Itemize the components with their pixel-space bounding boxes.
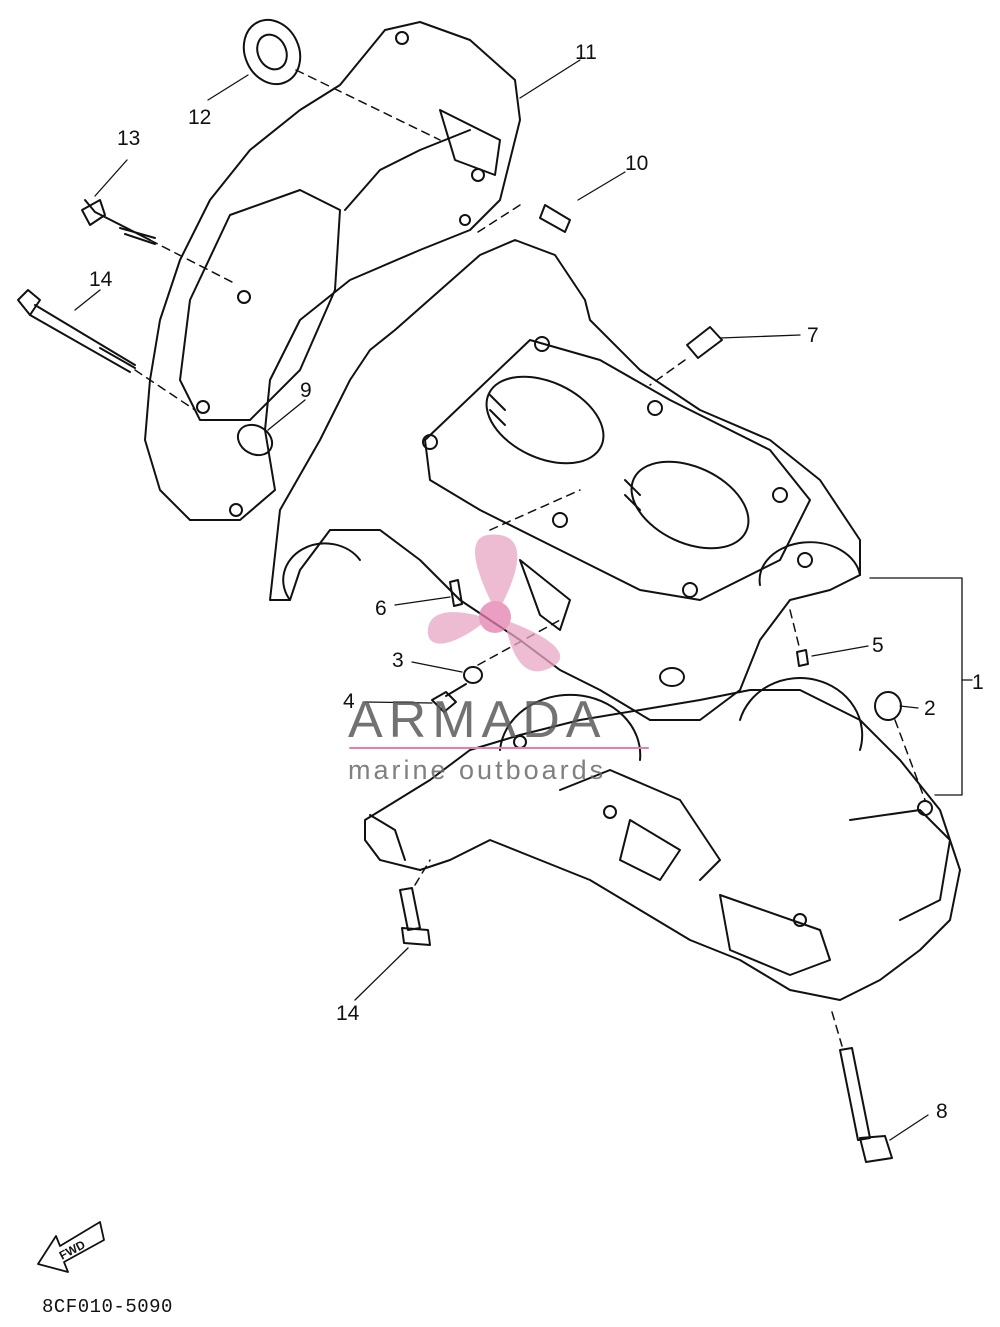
watermark-tagline: marine outboards <box>348 755 607 785</box>
callout-14-upper: 14 <box>89 268 113 291</box>
washer-part-3 <box>463 666 483 684</box>
pin-part-5 <box>796 649 809 667</box>
dowel-pin-part-10 <box>539 204 571 233</box>
callout-13: 13 <box>117 127 141 150</box>
collar-part-9 <box>236 423 274 457</box>
bolt-part-14-upper <box>17 289 136 373</box>
fwd-label: FWD <box>57 1237 88 1262</box>
bolt-part-14-lower <box>399 887 431 946</box>
callout-7: 7 <box>807 324 819 347</box>
callout-12: 12 <box>188 106 212 129</box>
bolt-part-4 <box>431 683 467 713</box>
document-code: 8CF010-5090 <box>42 1296 173 1318</box>
callout-3: 3 <box>392 649 404 672</box>
callout-4: 4 <box>343 690 355 713</box>
propeller-logo-icon <box>427 534 561 672</box>
callout-8: 8 <box>936 1100 948 1123</box>
callout-11: 11 <box>575 41 597 64</box>
callout-6: 6 <box>375 597 387 620</box>
callout-14-lower: 14 <box>336 1002 360 1025</box>
watermark-brand: ARMADA <box>348 691 607 749</box>
callout-2: 2 <box>924 697 936 720</box>
assembly-lines <box>134 69 926 1047</box>
fwd-arrow-icon <box>37 1221 105 1273</box>
callout-5: 5 <box>872 634 884 657</box>
pin-part-6 <box>449 579 463 607</box>
callout-9: 9 <box>300 379 312 402</box>
lower-crankcase-part <box>364 677 961 1001</box>
sleeve-part-7 <box>686 326 723 359</box>
callout-10: 10 <box>625 152 649 175</box>
upper-crankcase-part <box>269 239 861 721</box>
bolt-part-8 <box>839 1047 893 1163</box>
crankcase-cover-part <box>144 21 521 521</box>
bearing-part <box>242 18 302 86</box>
dowel-part-2 <box>874 691 902 721</box>
callout-1: 1 <box>972 671 984 694</box>
bolt-part-13 <box>81 199 156 245</box>
leader-lines <box>74 59 973 1141</box>
